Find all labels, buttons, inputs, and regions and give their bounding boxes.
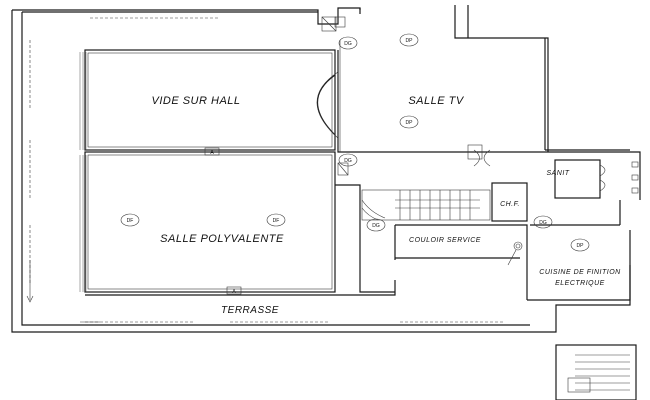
symbol-dg: DG [366, 218, 386, 232]
symbol-dg-text: DG [344, 41, 352, 47]
symbol-dg-text: DG [372, 223, 380, 229]
label-chf: CH.F. [500, 201, 520, 208]
marker-a: A [204, 147, 220, 156]
label-cuisine-line1: CUISINE DE FINITION [539, 269, 621, 276]
marker-a-text: A [210, 150, 214, 156]
cuisine-walls [527, 230, 631, 301]
salle-polyvalente-room [84, 151, 336, 293]
outer-wall-inner [21, 11, 530, 326]
door-swing-icon [467, 144, 491, 167]
symbol-dp-text: DP [406, 120, 414, 126]
label-terrasse: TERRASSE [221, 305, 279, 316]
symbol-dg: DG [338, 153, 358, 167]
marker-a: A [226, 286, 242, 295]
cuisine-top-wall [530, 200, 621, 226]
symbol-dg: DG [533, 215, 553, 229]
door-swing-icon [337, 162, 349, 176]
label-salle-tv: SALLE TV [408, 95, 465, 107]
symbol-dp: DP [570, 238, 590, 252]
terrace-edge [85, 280, 396, 296]
fire-extinguisher-icon [507, 241, 523, 266]
polyvalente-side-wall [335, 184, 395, 293]
exterior-stair-icon [555, 344, 637, 400]
tv-room-wall-top [359, 5, 549, 152]
door-swing-icon [321, 16, 346, 32]
arrow-icon [26, 260, 34, 303]
symbol-dg: DG [338, 36, 358, 50]
symbol-dp-text: DP [406, 38, 414, 44]
label-couloir-service: COULOIR SERVICE [409, 237, 481, 244]
label-vide-sur-hall: VIDE SUR HALL [151, 95, 240, 107]
outer-wall [11, 7, 631, 333]
symbol-df-text: DF [273, 218, 280, 224]
bay-window-arc [316, 74, 336, 136]
dim-lines [29, 17, 505, 323]
symbol-dg-text: DG [344, 158, 352, 164]
sanit-room [554, 159, 601, 199]
symbol-df: DF [266, 213, 286, 227]
vide-sur-hall-inner [87, 52, 333, 148]
chf-room [491, 182, 528, 222]
symbol-df: DF [120, 213, 140, 227]
symbol-dp: DP [399, 115, 419, 129]
salle-tv-room [337, 50, 548, 153]
tv-room-right [545, 149, 641, 200]
sanit-fixtures [599, 161, 639, 194]
vide-hatch [79, 52, 87, 150]
staircase-icon [361, 189, 491, 221]
symbol-dp: DP [399, 33, 419, 47]
symbol-dg-text: DG [539, 220, 547, 226]
vide-sur-hall-room [84, 49, 336, 151]
symbol-df-text: DF [127, 218, 134, 224]
label-salle-polyvalente: SALLE POLYVALENTE [160, 233, 284, 245]
salle-polyvalente-inner [87, 154, 333, 290]
label-sanit: SANIT [546, 170, 569, 177]
label-cuisine-line2: ELECTRIQUE [555, 280, 605, 287]
marker-a-text: A [232, 289, 236, 295]
bay-window-arc-inner [316, 71, 339, 139]
polyvalente-hatch [79, 155, 87, 292]
corridor-walls [394, 224, 528, 300]
symbol-dp-text: DP [577, 243, 585, 249]
